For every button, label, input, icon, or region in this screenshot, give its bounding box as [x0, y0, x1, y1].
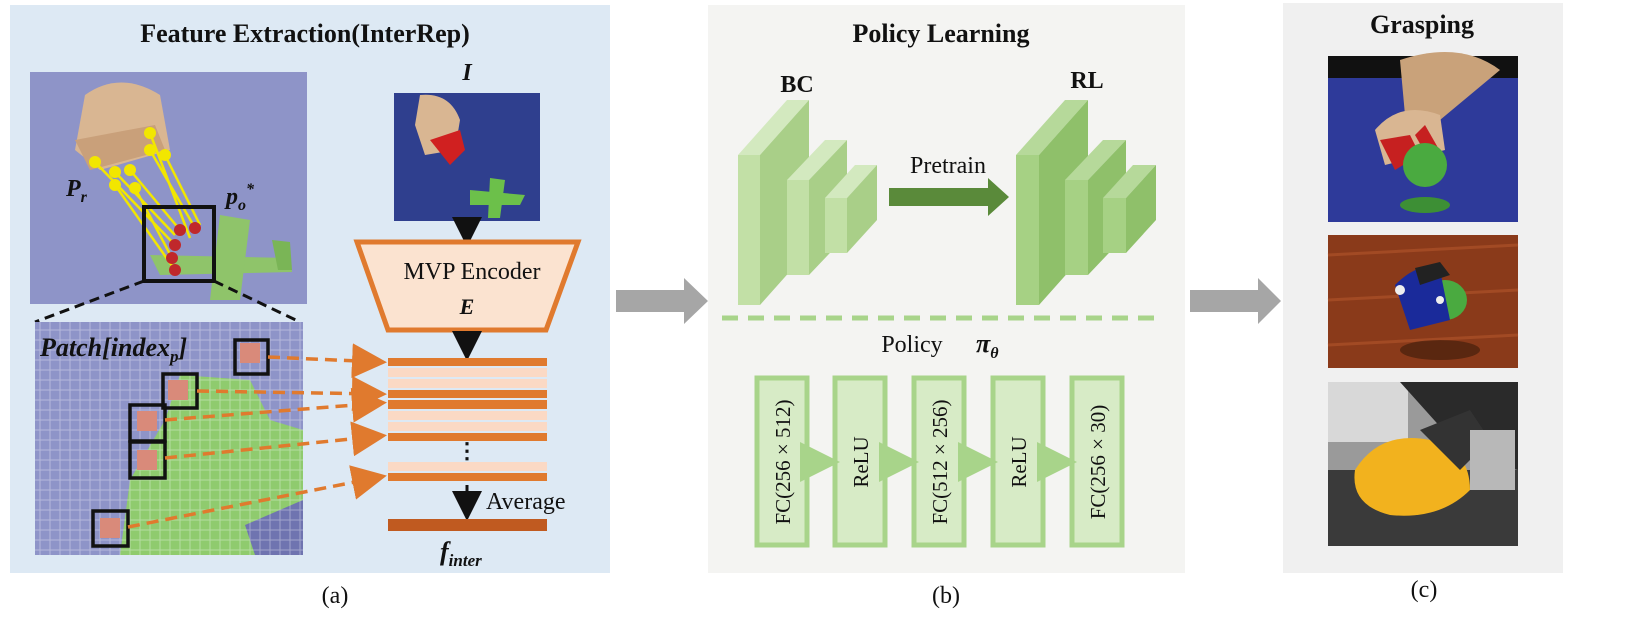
- layer-label-4: ReLU: [1007, 436, 1031, 487]
- pretrain-label: Pretrain: [910, 153, 986, 179]
- bc-label: BC: [780, 72, 813, 98]
- pretrain-arrow: [889, 178, 1009, 216]
- rl-label: RL: [1070, 68, 1103, 94]
- grasp-image-sim-wood: [1327, 235, 1519, 368]
- panel-c-title: Grasping: [1370, 10, 1474, 39]
- bc-network-icon: [738, 100, 877, 305]
- f-inter-bar: [388, 519, 547, 531]
- rl-network-icon: [1016, 100, 1156, 305]
- layer-label-3: FC(512 × 256): [928, 399, 952, 524]
- panel-b-title: Policy Learning: [853, 19, 1030, 48]
- encoder-symbol: E: [459, 294, 475, 319]
- patch-index-label: Patch[indexp]: [39, 333, 187, 366]
- input-image-i: [394, 93, 540, 221]
- panel-c: Grasping: [1283, 3, 1563, 603]
- grasp-image-sim-blue: [1328, 52, 1518, 222]
- panel-b: Policy Learning BC RL Pretrain: [708, 5, 1185, 609]
- mvp-encoder-block: [353, 239, 582, 333]
- policy-symbol: πθ: [976, 329, 999, 362]
- encoder-label: MVP Encoder: [403, 259, 540, 285]
- flow-arrow-a-to-b: [616, 278, 708, 324]
- caption-b: (b): [932, 583, 960, 609]
- caption-c: (c): [1411, 577, 1438, 603]
- policy-layers: FC(256 × 512) ReLU FC(512 × 256) ReLU FC…: [754, 375, 1125, 548]
- flow-arrow-b-to-c: [1190, 278, 1281, 324]
- image-i-label: I: [461, 60, 473, 86]
- patch-to-token-arrows: [127, 343, 387, 529]
- layer-label-2: ReLU: [849, 436, 873, 487]
- caption-a: (a): [322, 583, 349, 609]
- layer-label-5: FC(256 × 30): [1086, 405, 1110, 520]
- panel-a-title: Feature Extraction(InterRep): [140, 19, 469, 48]
- feature-token-stack: [388, 358, 547, 481]
- hand-keypoint-image: Pr po*: [30, 72, 307, 304]
- layer-label-1: FC(256 × 512): [771, 399, 795, 524]
- grasp-image-real: [1328, 382, 1518, 546]
- label-po-star: po*: [224, 181, 255, 214]
- zoom-line-left: [34, 279, 145, 324]
- panel-a: Feature Extraction(InterRep): [10, 5, 610, 609]
- ellipsis: ⋮: [456, 438, 478, 463]
- average-label: Average: [486, 489, 566, 515]
- f-inter-label: finter: [440, 537, 482, 570]
- label-pr: Pr: [65, 176, 88, 206]
- policy-label: Policy: [881, 332, 942, 358]
- patch-grid-image: Patch[indexp]: [35, 322, 303, 555]
